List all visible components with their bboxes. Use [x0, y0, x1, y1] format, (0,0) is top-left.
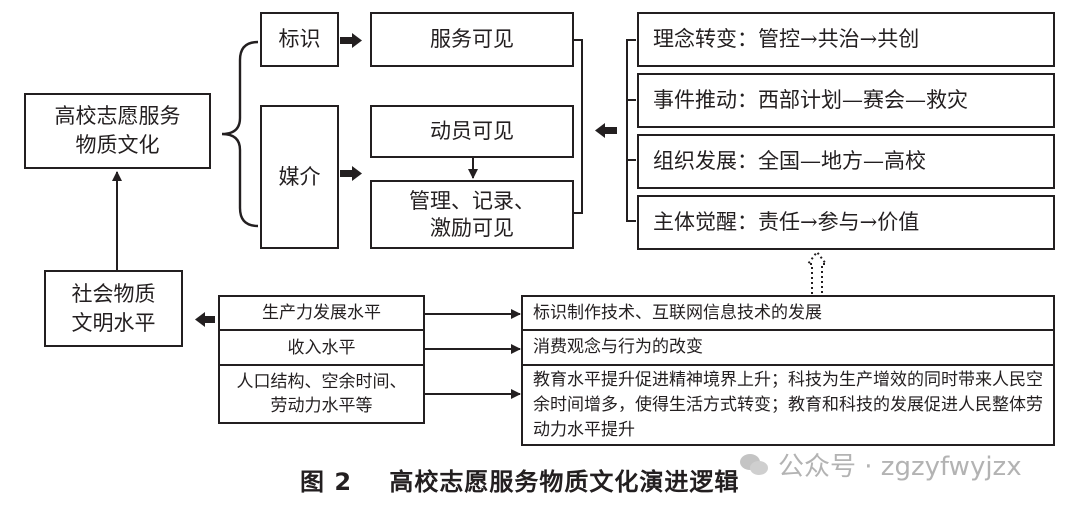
brace [221, 40, 259, 228]
visibility-bracket [574, 39, 583, 214]
service-visible-box: 服务可见 [370, 12, 574, 67]
driver-box: 事件推动：西部计划—赛会—救灾 [637, 73, 1055, 128]
driver-box: 主体觉醒：责任→参与→价值 [637, 195, 1055, 250]
factor-box: 生产力发展水平 [218, 295, 425, 331]
driver-box: 组织发展：全国—地方—高校 [637, 134, 1055, 189]
wechat-icon [740, 452, 770, 478]
figure-number: 图 2 [300, 468, 353, 496]
effect-box: 消费观念与行为的改变 [521, 329, 1055, 366]
effect-box: 标识制作技术、互联网信息技术的发展 [521, 295, 1055, 331]
medium-box: 媒介 [260, 105, 339, 249]
watermark: 公众号 · zgzyfwyjzx [740, 446, 1022, 483]
watermark-text: 公众号 · zgzyfwyjzx [778, 452, 1022, 482]
effect-box: 教育水平提升促进精神境界上升；科技为生产增效的同时带来人民空余时间增多，使得生活… [521, 364, 1055, 446]
thick-arrow-identity [340, 33, 362, 48]
figure-caption: 图 2 高校志愿服务物质文化演进逻辑 [300, 462, 739, 497]
figure-title: 高校志愿服务物质文化演进逻辑 [389, 468, 740, 496]
dotted-up-arrow [806, 250, 828, 294]
thick-arrow-medium [340, 166, 362, 181]
core-box: 高校志愿服务 物质文化 [24, 93, 211, 169]
manage-visible-box: 管理、记录、 激励可见 [370, 180, 574, 249]
identity-box: 标识 [260, 12, 339, 67]
mobilize-visible-box: 动员可见 [370, 105, 574, 158]
thick-arrow-factors [195, 312, 215, 327]
factor-box: 收入水平 [218, 329, 425, 366]
factor-box: 人口结构、空余时间、 劳动力水平等 [218, 364, 425, 424]
drivers-bracket [626, 39, 636, 222]
thick-arrow-drivers [595, 123, 617, 138]
driver-box: 理念转变：管控→共治→共创 [637, 12, 1055, 67]
society-box: 社会物质 文明水平 [44, 270, 183, 347]
